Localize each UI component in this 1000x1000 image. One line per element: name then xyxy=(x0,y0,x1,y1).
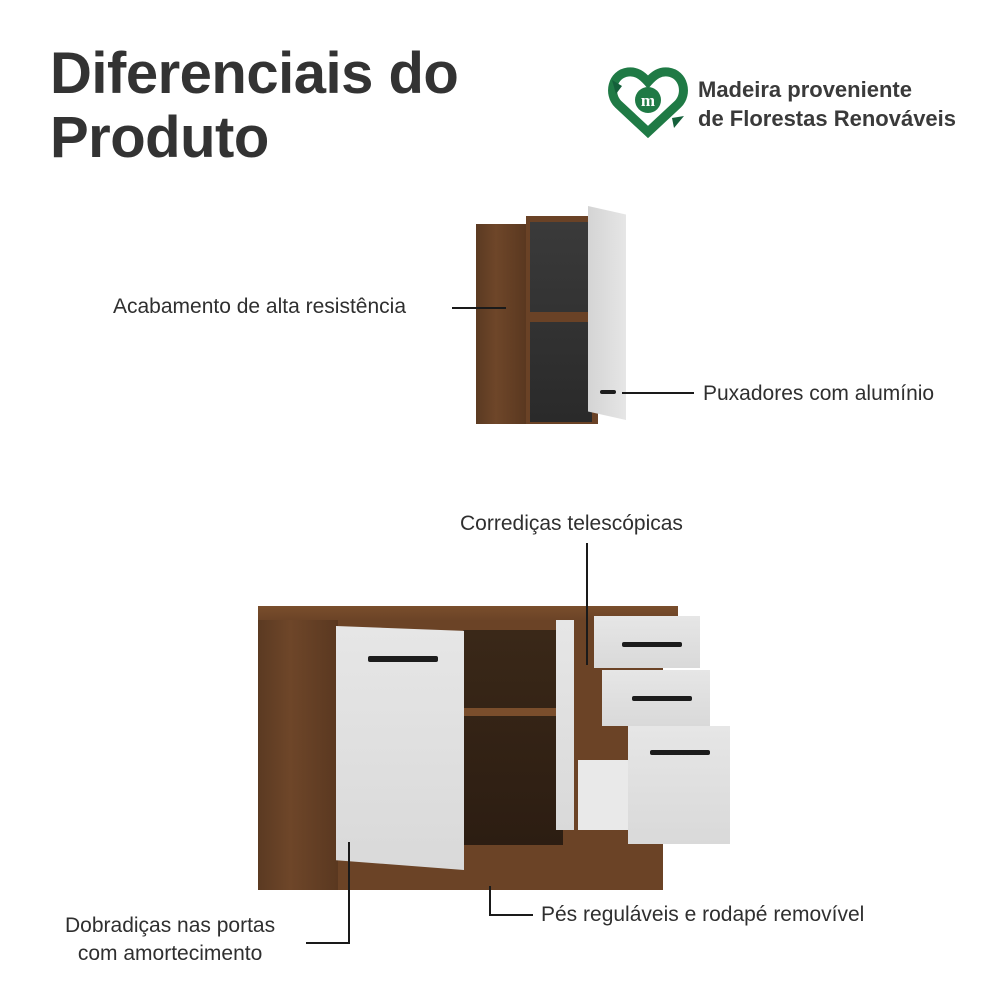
title-line-2: Produto xyxy=(50,105,269,170)
base-cabinet-image xyxy=(258,600,733,910)
feature-feet: Pés reguláveis e rodapé removível xyxy=(541,903,865,926)
recycle-heart-m-icon: m xyxy=(608,67,688,139)
drawer-bottom xyxy=(628,726,730,844)
svg-text:m: m xyxy=(641,91,655,110)
feature-slides: Corrediças telescópicas xyxy=(460,512,683,535)
sustainability-badge: m xyxy=(608,66,688,139)
title-line-1: Diferenciais do xyxy=(50,41,459,106)
wall-cabinet-image xyxy=(476,206,626,426)
feature-hinges: Dobradiças nas portas com amortecimento xyxy=(65,914,276,965)
badge-text: Madeira proveniente de Florestas Renováv… xyxy=(698,77,957,131)
right-door xyxy=(556,620,574,830)
feature-finish: Acabamento de alta resistência xyxy=(113,295,407,318)
page-title: Diferenciais do Produto xyxy=(50,41,459,170)
feature-handles: Puxadores com alumínio xyxy=(703,382,935,405)
left-door xyxy=(336,626,464,870)
